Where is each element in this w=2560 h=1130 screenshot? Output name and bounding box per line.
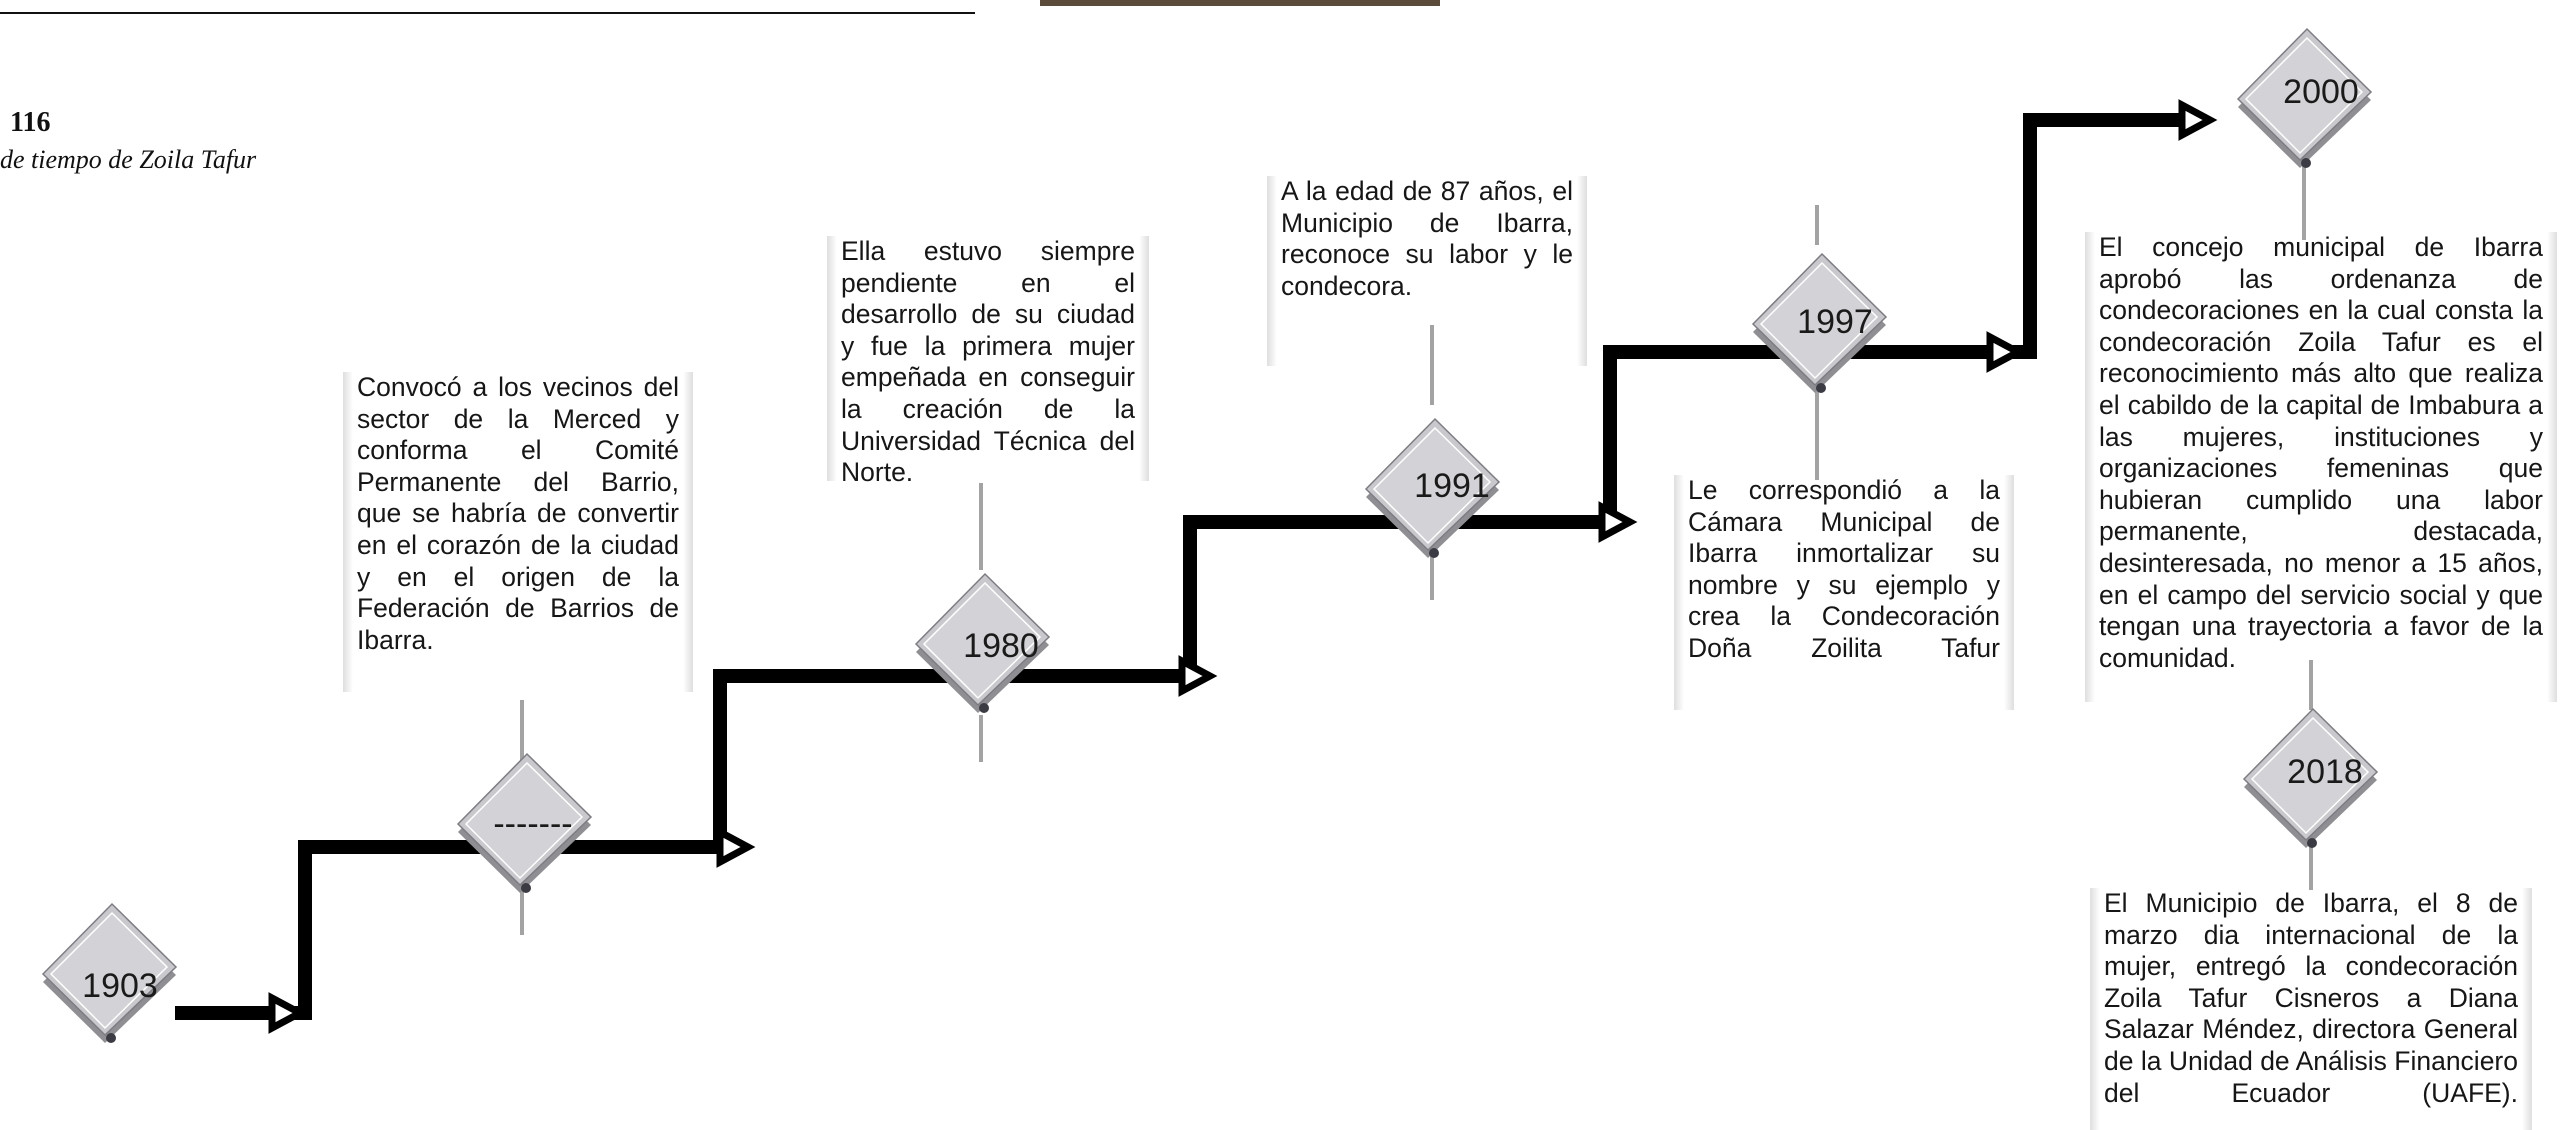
- timeline-path: [175, 113, 2200, 1020]
- arrow-marker: [1990, 337, 2018, 367]
- year-label: -------: [493, 805, 572, 843]
- event-description: Le correspondió a la Cámara Municipal de…: [1674, 475, 2014, 710]
- photo-edge: [1040, 0, 1440, 6]
- connector-lines: [520, 165, 2313, 935]
- year-label: 2000: [2283, 73, 2359, 111]
- year-label: 1991: [1414, 467, 1490, 505]
- year-label: 1903: [82, 967, 158, 1005]
- event-description: El Municipio de Ibarra, el 8 de marzo di…: [2090, 888, 2532, 1130]
- event-description: Convocó a los vecinos del sector de la M…: [343, 372, 693, 692]
- top-rule: [0, 12, 975, 14]
- year-label: 1980: [963, 627, 1039, 665]
- arrow-marker: [1182, 661, 1210, 691]
- arrow-marker: [720, 832, 748, 862]
- figure-caption: de tiempo de Zoila Tafur: [0, 145, 257, 174]
- figure-number: 116: [10, 107, 51, 138]
- year-label: 1997: [1797, 303, 1873, 341]
- event-description: Ella estuvo siempre pendiente en el desa…: [827, 236, 1149, 487]
- arrow-marker: [1602, 507, 1630, 537]
- year-label: 2018: [2287, 753, 2363, 791]
- event-description: A la edad de 87 años, el Municipio de Ib…: [1267, 176, 1587, 366]
- event-description: El concejo municipal de Ibarra aprobó la…: [2085, 232, 2557, 702]
- arrow-marker: [2182, 105, 2210, 135]
- arrow-marker: [272, 998, 300, 1028]
